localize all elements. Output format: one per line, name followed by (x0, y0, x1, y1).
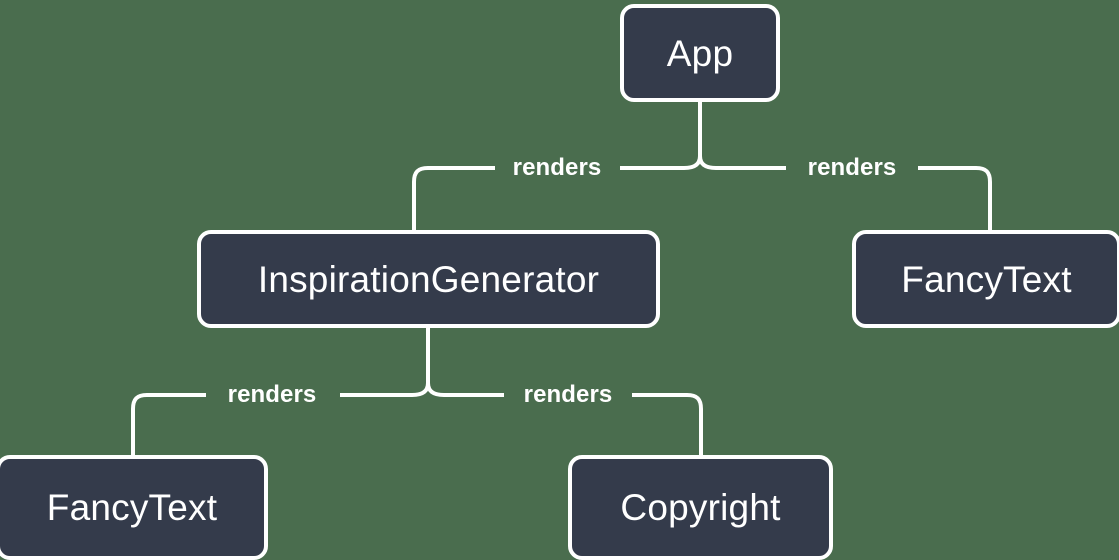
node-inspiration-generator-label: InspirationGenerator (257, 258, 600, 300)
node-fancytext-bottom[interactable]: FancyText (0, 455, 268, 560)
node-fancytext-bottom-label: FancyText (46, 487, 218, 528)
edge-label-app-to-inspiration-generator: renders (512, 154, 602, 181)
node-inspiration-generator[interactable]: InspirationGenerator (197, 230, 660, 328)
node-copyright-label: Copyright (620, 487, 781, 528)
edge-label-app-to-fancytext-right: renders (807, 154, 897, 181)
node-app[interactable]: App (620, 4, 780, 102)
node-fancytext-right[interactable]: FancyText (852, 230, 1119, 328)
node-app-label: App (666, 32, 734, 74)
edge-label-inspiration-generator-to-fancytext-bottom: renders (227, 381, 317, 408)
edge-label-inspiration-generator-to-copyright: renders (523, 381, 613, 408)
node-copyright[interactable]: Copyright (568, 455, 833, 560)
node-fancytext-right-label: FancyText (901, 258, 1072, 300)
